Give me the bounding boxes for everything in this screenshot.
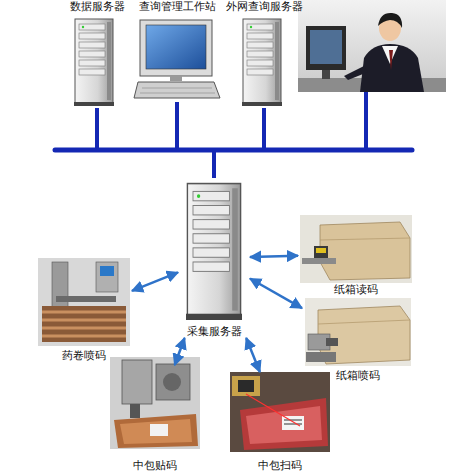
field-device: 纸箱喷码 [302, 298, 414, 382]
network-bus [55, 148, 412, 153]
pack-scanner-photo [230, 372, 330, 452]
node-label: 查询管理工作站 [139, 0, 216, 13]
server-icon [186, 184, 242, 320]
node-label: 采集服务器 [187, 325, 242, 338]
network-link [177, 102, 214, 178]
network-host: 数据服务器 [58, 0, 136, 108]
node-label: 数据服务器 [70, 0, 125, 13]
node-label: 中包贴码 [133, 459, 177, 472]
node-label: 外网查询服务器 [226, 0, 303, 13]
roll-printer-photo [38, 258, 130, 346]
node-label: 中包扫码 [258, 459, 302, 472]
network-link [97, 108, 214, 178]
carton-printer-photo [305, 298, 411, 366]
data-arrow [132, 272, 178, 290]
node-label: 纸箱读码 [334, 283, 378, 296]
network-link [214, 108, 264, 178]
server-icon [242, 19, 282, 106]
data-arrow [175, 338, 185, 365]
data-arrow [250, 279, 302, 309]
operator-photo [298, 0, 446, 92]
node-label: 纸箱喷码 [336, 369, 380, 382]
pack-labeller-photo [110, 357, 200, 449]
server-icon [74, 19, 114, 106]
carton-reader-photo [300, 215, 412, 283]
data-arrow [246, 338, 260, 372]
collection-server: 采集服务器 [178, 178, 250, 338]
field-device: 药卷喷码 [36, 258, 132, 362]
network-host: 外网查询服务器 [224, 0, 304, 108]
data-arrow [250, 256, 298, 257]
workstation-icon [134, 20, 220, 98]
field-device: 纸箱读码 [298, 212, 414, 296]
field-device: 中包贴码 [108, 365, 202, 472]
field-device: 中包扫码 [228, 372, 332, 472]
network-drop [364, 92, 368, 150]
network-host: 查询管理工作站 [132, 0, 222, 102]
node-label: 药卷喷码 [62, 349, 106, 362]
